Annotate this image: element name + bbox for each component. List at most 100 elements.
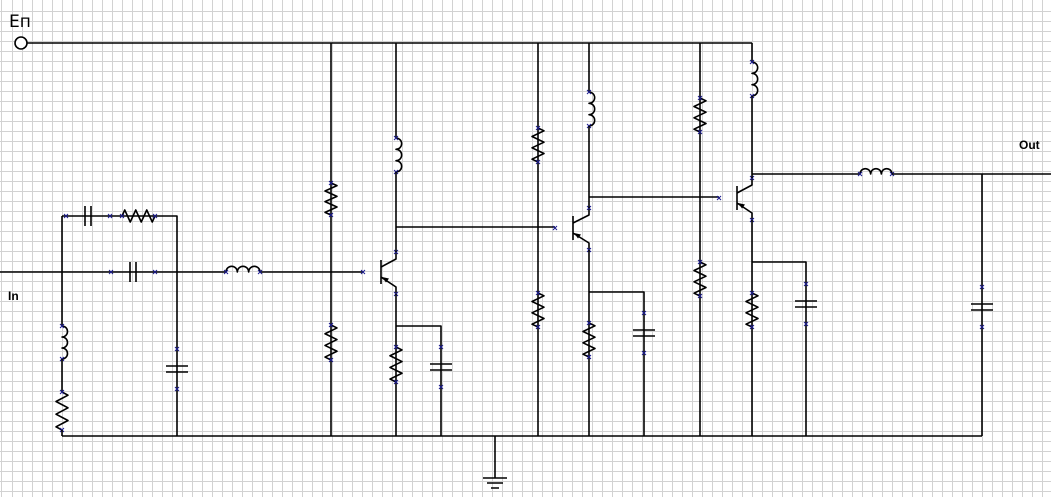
resistor-zigzag [531, 127, 545, 163]
inductor-coil [859, 167, 893, 175]
pin-marker [59, 389, 65, 395]
inductor[interactable] [393, 135, 403, 175]
inductor[interactable] [59, 323, 69, 362]
resistor-zigzag [693, 261, 707, 297]
resistor[interactable] [531, 290, 545, 330]
transistor-2[interactable] [552, 205, 592, 253]
pin-marker [716, 195, 722, 201]
transistor-1[interactable] [360, 249, 399, 297]
capacitor[interactable] [795, 281, 817, 327]
capacitor[interactable] [63, 206, 113, 226]
capacitor-plates [84, 206, 92, 226]
capacitor[interactable] [971, 284, 993, 330]
capacitor[interactable] [430, 344, 452, 390]
inductor[interactable] [223, 265, 263, 275]
capacitor[interactable] [633, 310, 655, 356]
resistor[interactable] [745, 290, 759, 330]
supply-label: Eп [9, 12, 31, 32]
capacitor-plates [633, 329, 655, 337]
resistor[interactable] [324, 180, 338, 218]
resistor[interactable] [531, 125, 545, 165]
pin-marker [749, 324, 755, 330]
pin-marker [59, 323, 65, 329]
pin-marker [328, 322, 334, 328]
transistor-3[interactable] [716, 175, 755, 223]
pin-marker [586, 320, 592, 326]
supply-terminal[interactable] [14, 36, 28, 50]
pin-marker [535, 159, 541, 165]
pin-marker [857, 171, 863, 177]
resistor-zigzag [745, 292, 759, 328]
resistor-zigzag [693, 97, 707, 133]
pin-marker [803, 281, 809, 287]
pin-marker [803, 321, 809, 327]
pin-marker [438, 384, 444, 390]
pin-marker [697, 129, 703, 135]
pin-marker [749, 290, 755, 296]
inductor-coil [588, 91, 596, 127]
pin-marker [552, 225, 558, 231]
wire [752, 261, 807, 436]
output-label: Out [1019, 138, 1040, 152]
ground-symbol[interactable] [483, 477, 507, 489]
pin-marker [108, 269, 114, 275]
pin-marker [328, 212, 334, 218]
resistor-zigzag [389, 346, 403, 383]
resistor-zigzag [531, 292, 545, 328]
wire [62, 215, 178, 436]
transistor-collector [572, 208, 590, 224]
capacitor-plates [166, 365, 188, 373]
pin-marker [697, 293, 703, 299]
pin-marker [586, 89, 592, 95]
resistor[interactable] [693, 95, 707, 135]
inductor-coil [61, 325, 69, 360]
pin-marker [586, 354, 592, 360]
pin-marker [535, 324, 541, 330]
resistor[interactable] [55, 389, 69, 433]
transistor-emitter [572, 232, 590, 250]
pin-marker [119, 213, 125, 219]
pin-marker [174, 386, 180, 392]
transistor-collector [380, 252, 397, 268]
capacitor-plates [430, 363, 452, 371]
pin-marker [152, 269, 158, 275]
inductor[interactable] [749, 59, 759, 99]
pin-marker [152, 213, 158, 219]
resistor[interactable] [693, 259, 707, 299]
pin-marker [223, 269, 229, 275]
resistor[interactable] [582, 320, 596, 360]
pin-marker [749, 59, 755, 65]
transistor-emitter [380, 276, 397, 294]
pin-marker [360, 269, 366, 275]
inductor[interactable] [857, 167, 895, 177]
emitter-arrow [738, 203, 745, 209]
pin-marker [641, 310, 647, 316]
pin-marker [257, 269, 263, 275]
resistor-zigzag [582, 322, 596, 358]
pin-marker [393, 379, 399, 385]
emitter-arrow [382, 277, 389, 283]
pin-marker [697, 95, 703, 101]
resistor[interactable] [389, 344, 403, 385]
resistor-zigzag [324, 324, 338, 361]
ground-icon [483, 477, 507, 489]
resistor[interactable] [119, 209, 158, 223]
pin-marker [535, 125, 541, 131]
capacitor[interactable] [166, 346, 188, 392]
pin-marker [641, 350, 647, 356]
inductor-coil [225, 265, 261, 273]
pin-marker [63, 213, 69, 219]
emitter-arrow [574, 233, 581, 239]
input-label: In [8, 289, 19, 303]
capacitor[interactable] [108, 262, 158, 282]
resistor-zigzag [324, 182, 338, 216]
pin-marker [328, 180, 334, 186]
capacitor-plates [971, 303, 993, 311]
resistor[interactable] [324, 322, 338, 363]
resistor-zigzag [121, 209, 156, 223]
wire [589, 291, 645, 436]
transistor-collector [736, 178, 753, 194]
inductor-coil [395, 137, 403, 173]
inductor[interactable] [586, 89, 596, 129]
